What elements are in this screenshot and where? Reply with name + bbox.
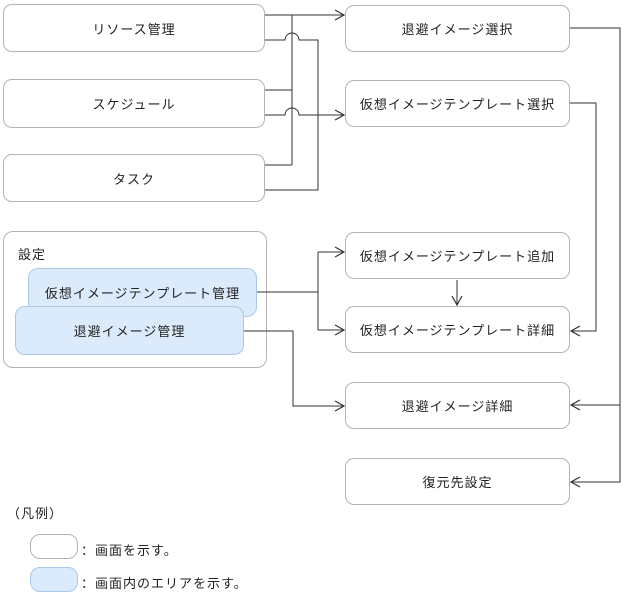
box-resource-management-label: リソース管理	[92, 21, 176, 37]
box-restore-destination-settings-label: 復元先設定	[422, 475, 493, 490]
edge-collector-template-selection	[265, 32, 319, 191]
box-resource-management: リソース管理	[3, 4, 265, 52]
box-task: タスク	[3, 154, 265, 202]
box-task-label: タスク	[112, 171, 155, 187]
box-virtual-image-template-add-label: 仮想イメージテンプレート追加	[359, 249, 556, 264]
box-schedule: スケジュール	[3, 79, 265, 128]
box-schedule-label: スケジュール	[92, 97, 176, 112]
box-restore-destination-settings: 復元先設定	[345, 458, 570, 505]
box-evacuation-image-details-label: 退避イメージ詳細	[401, 399, 514, 414]
legend-swatch-area	[30, 567, 78, 592]
group-settings-label: 設定	[18, 247, 47, 262]
edge-to-virtual-image-template-selection	[265, 107, 346, 121]
legend-label-screen: ：画面を示す。	[81, 543, 178, 558]
legend-swatch-screen	[30, 534, 78, 559]
box-evacuation-image-selection: 退避イメージ選択	[345, 5, 570, 52]
box-evacuation-image-details: 退避イメージ詳細	[345, 382, 570, 429]
box-evacuation-image-selection-label: 退避イメージ選択	[401, 22, 514, 37]
box-virtual-image-template-details-label: 仮想イメージテンプレート詳細	[359, 323, 556, 338]
legend-title: （凡例）	[7, 506, 64, 521]
edge-to-restore-destination	[569, 27, 621, 488]
box-virtual-image-template-details: 仮想イメージテンプレート詳細	[345, 306, 570, 353]
area-virtual-image-template-management-label: 仮想イメージテンプレート管理	[44, 286, 241, 301]
edge-to-template-details-right	[569, 102, 597, 337]
box-virtual-image-template-selection: 仮想イメージテンプレート選択	[345, 80, 570, 127]
edge-collector-evacuation-selection	[265, 15, 293, 166]
box-virtual-image-template-selection-label: 仮想イメージテンプレート選択	[359, 97, 556, 112]
area-evacuation-image-management: 退避イメージ管理	[15, 306, 244, 355]
box-virtual-image-template-add: 仮想イメージテンプレート追加	[345, 232, 570, 279]
legend-label-area: ：画面内のエリアを示す。	[81, 576, 248, 591]
area-evacuation-image-management-label: 退避イメージ管理	[73, 324, 186, 339]
